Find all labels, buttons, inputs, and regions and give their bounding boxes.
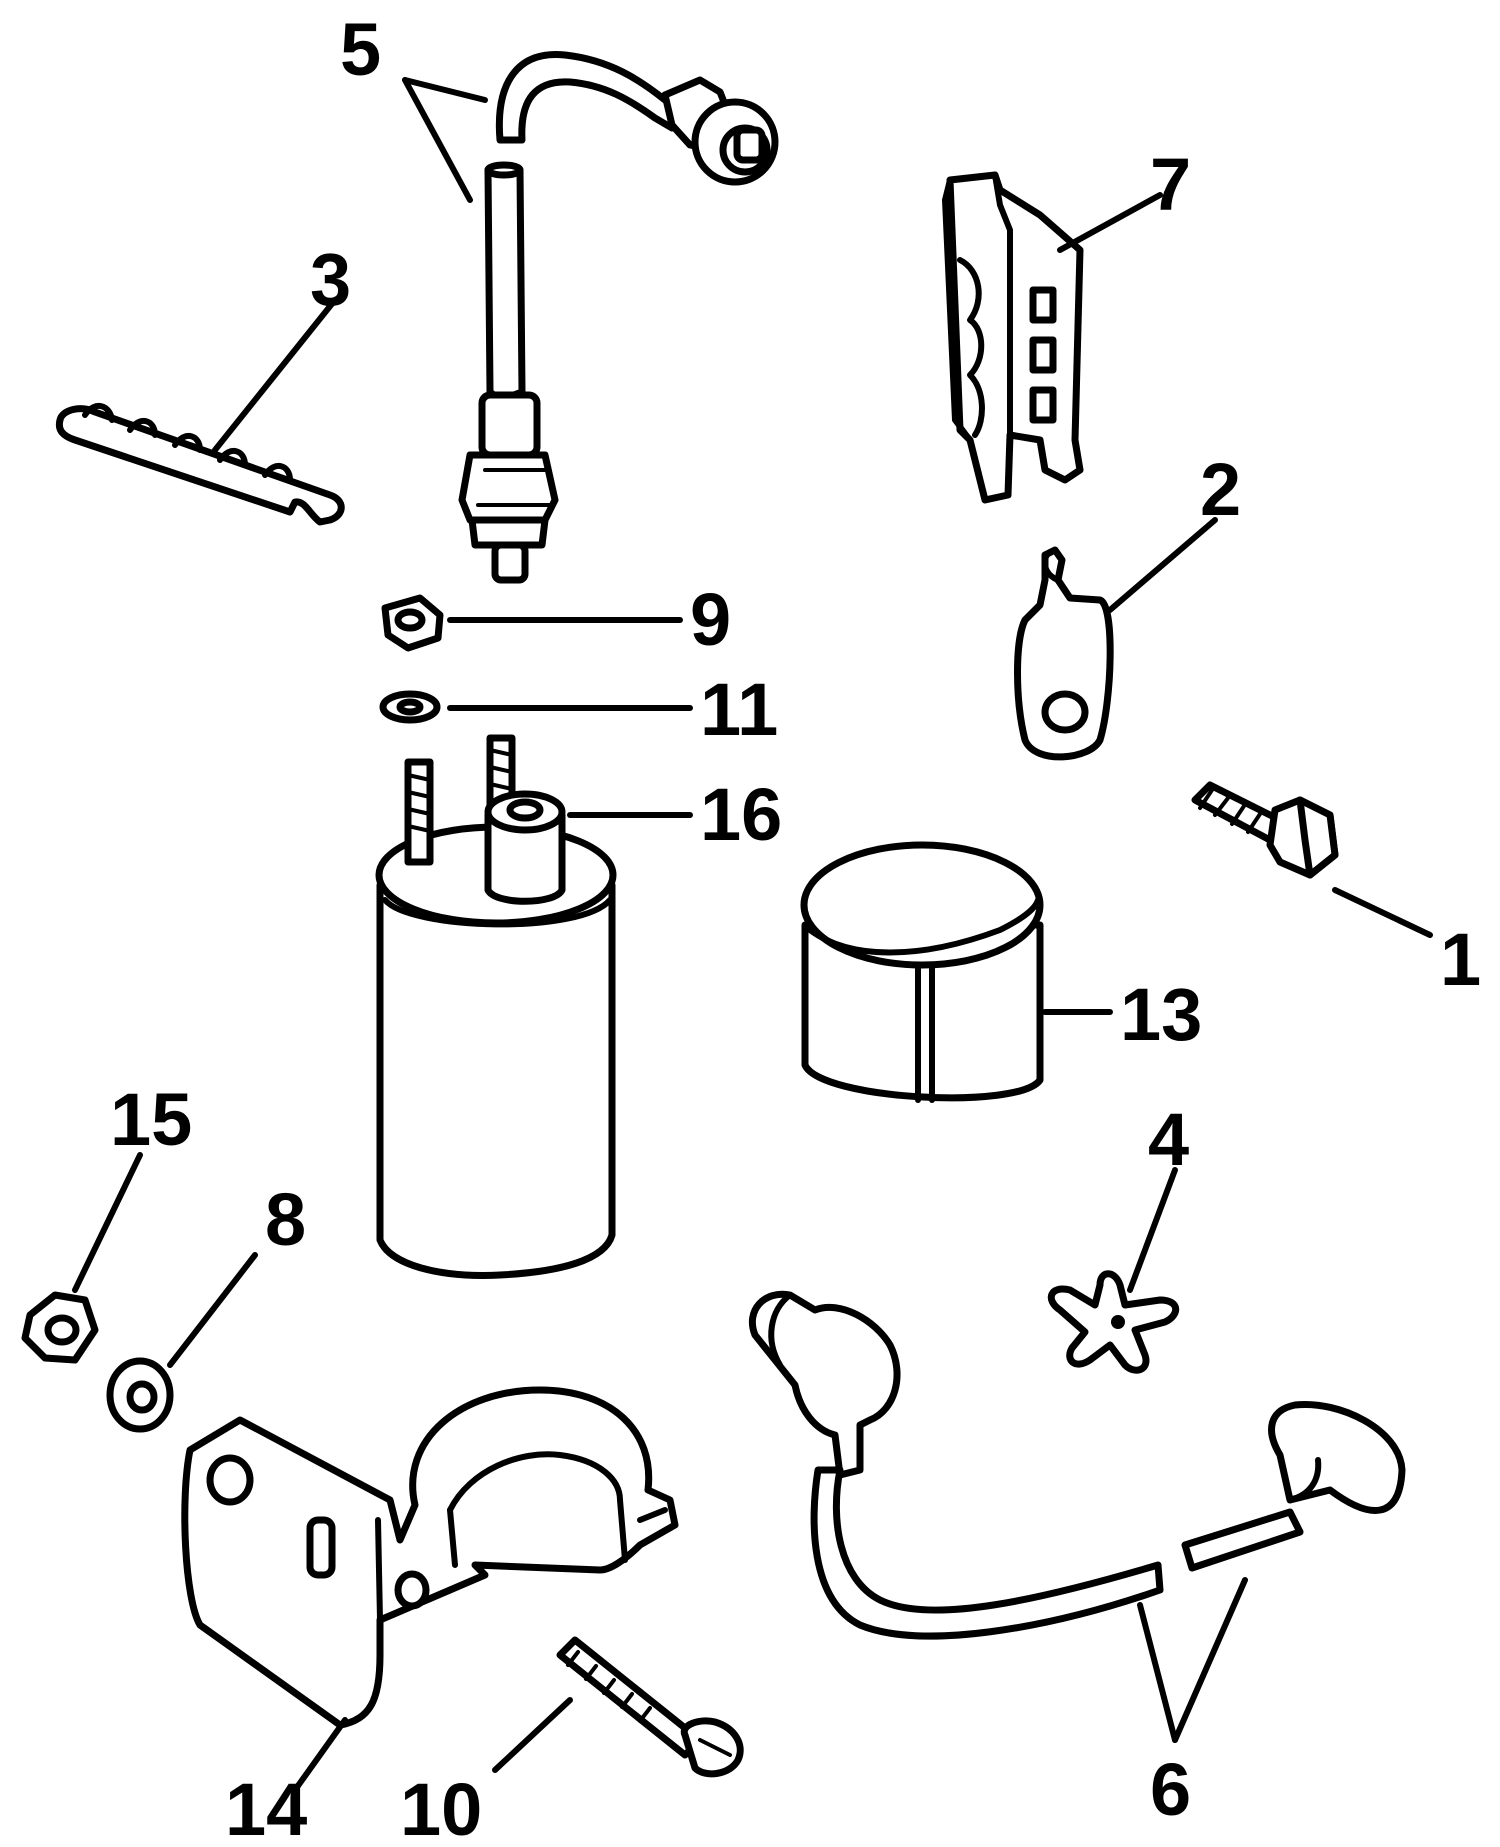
callout-15: 15 bbox=[110, 1078, 192, 1161]
callout-labels: 5 7 3 2 9 11 16 1 13 15 4 8 6 14 10 bbox=[110, 8, 1481, 1847]
callout-10: 10 bbox=[400, 1768, 482, 1847]
callout-2: 2 bbox=[1200, 448, 1241, 531]
leader-lines bbox=[72, 77, 1433, 1793]
screw bbox=[556, 1636, 744, 1778]
leader-8 bbox=[167, 1252, 258, 1368]
bolt bbox=[1191, 781, 1339, 879]
callout-13: 13 bbox=[1120, 973, 1202, 1056]
spark-plug-lead bbox=[749, 1290, 1406, 1640]
callout-7: 7 bbox=[1150, 143, 1191, 226]
lock-washer bbox=[106, 1357, 174, 1433]
leader-5b bbox=[402, 77, 473, 203]
ground-terminal bbox=[1014, 546, 1114, 761]
callout-6: 6 bbox=[1150, 1748, 1191, 1831]
leader-2 bbox=[1107, 517, 1218, 613]
connector-block bbox=[942, 171, 1084, 504]
wire-retainer-strip bbox=[55, 403, 345, 526]
leader-15 bbox=[72, 1152, 143, 1293]
leader-4 bbox=[1127, 1167, 1178, 1293]
callout-16: 16 bbox=[700, 773, 782, 856]
callout-5: 5 bbox=[340, 8, 381, 91]
leader-7 bbox=[1057, 192, 1163, 253]
washer bbox=[379, 690, 441, 724]
callout-1: 1 bbox=[1440, 918, 1481, 1001]
hex-nut bbox=[381, 594, 444, 652]
callout-14: 14 bbox=[225, 1768, 307, 1847]
callout-8: 8 bbox=[265, 1178, 306, 1261]
insulating-sleeve bbox=[800, 841, 1044, 1103]
callout-9: 9 bbox=[690, 578, 731, 661]
primary-lead bbox=[458, 50, 779, 584]
leader-6b bbox=[1172, 1577, 1248, 1743]
leader-5a bbox=[402, 77, 488, 103]
ignition-coil bbox=[375, 734, 617, 1279]
leader-1 bbox=[1332, 887, 1433, 938]
leader-3 bbox=[212, 297, 338, 453]
callout-4: 4 bbox=[1148, 1098, 1189, 1181]
star-clip bbox=[1047, 1270, 1180, 1374]
leader-14 bbox=[292, 1717, 348, 1793]
callout-11: 11 bbox=[700, 668, 778, 751]
mounting-bracket bbox=[181, 1386, 679, 1729]
nut bbox=[21, 1291, 99, 1364]
leader-10 bbox=[492, 1697, 573, 1773]
leader-6a bbox=[1137, 1602, 1178, 1743]
callout-3: 3 bbox=[310, 238, 351, 321]
